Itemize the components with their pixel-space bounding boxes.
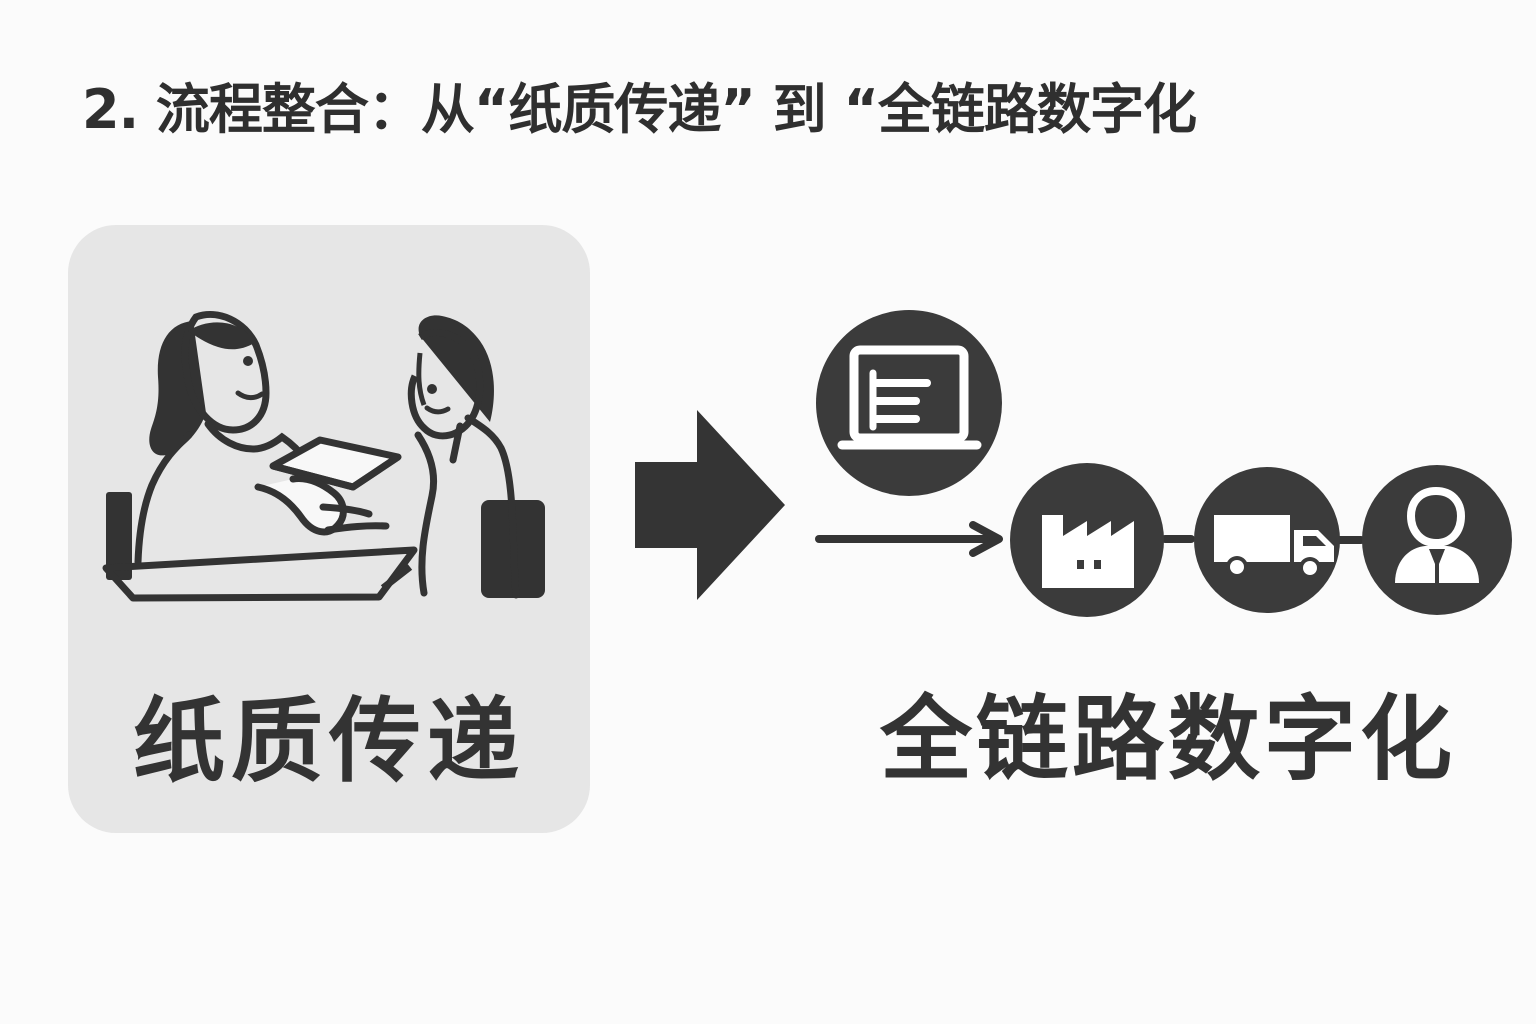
two-people-handing-document-icon bbox=[102, 311, 545, 602]
paper-transfer-card: 纸质传递 bbox=[68, 225, 590, 833]
paper-transfer-label: 纸质传递 bbox=[132, 688, 525, 795]
page-title: 2. 流程整合：从“纸质传递” 到 “全链路数字化 bbox=[82, 78, 1197, 141]
digital-chain bbox=[1010, 463, 1512, 617]
factory-icon bbox=[1010, 463, 1164, 617]
person-icon bbox=[1362, 465, 1512, 615]
computer-screen-icon bbox=[816, 310, 1002, 496]
right-arrow-icon bbox=[635, 410, 785, 600]
truck-icon bbox=[1194, 467, 1340, 613]
right-arrow-icon bbox=[815, 521, 1003, 557]
full-chain-digitalization-label: 全链路数字化 bbox=[880, 686, 1457, 793]
